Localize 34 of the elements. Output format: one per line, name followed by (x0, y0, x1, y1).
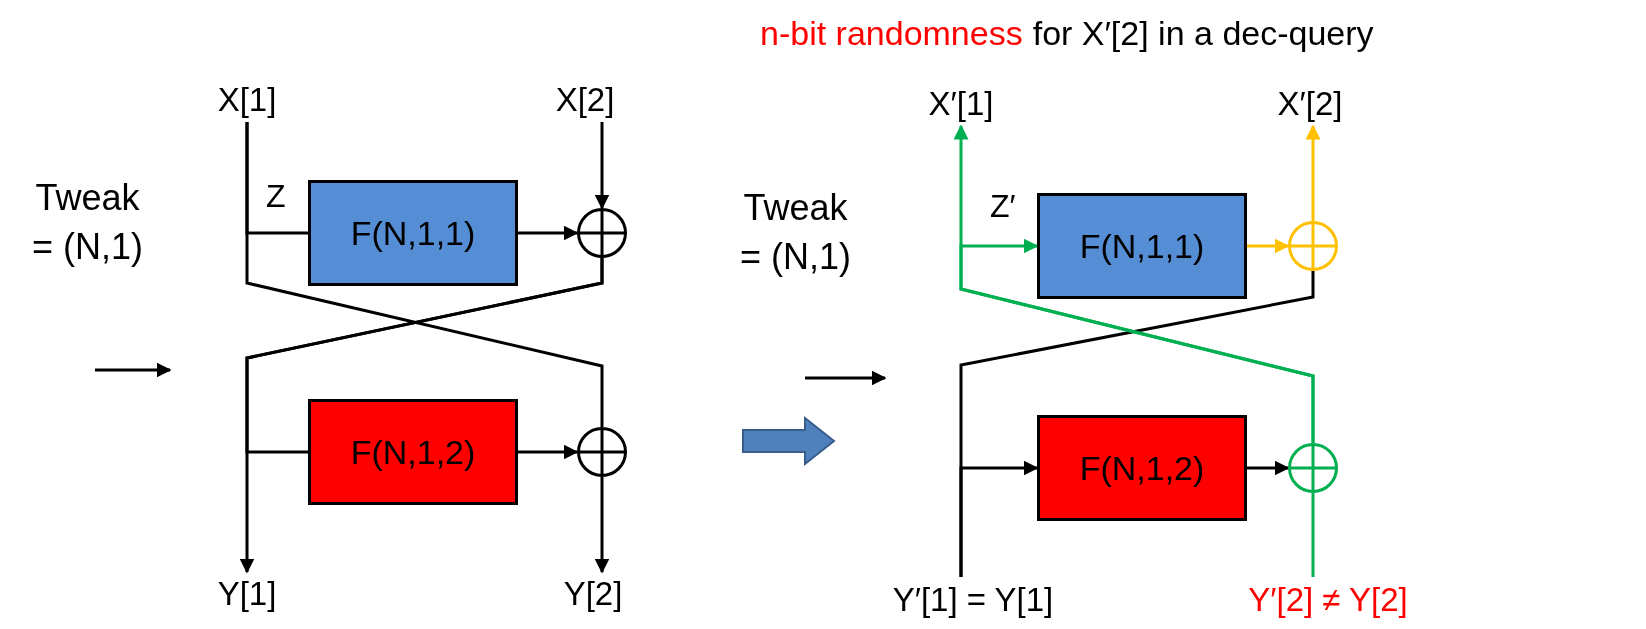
function-box: F(N,1,2) (308, 399, 518, 505)
xor-symbol (577, 427, 627, 477)
input-label: Y′[2] ≠ Y[2] (1213, 577, 1443, 623)
function-box: F(N,1,2) (1037, 415, 1247, 521)
arrow (239, 258, 604, 574)
input-label: Y′[1] = Y[1] (858, 577, 1088, 623)
input-label: X[2] (545, 78, 625, 122)
tweak-label: Tweak = (N,1) (728, 168, 863, 298)
tweak-label: Tweak = (N,1) (20, 158, 155, 288)
arrow (518, 444, 579, 460)
connector-line (245, 122, 604, 427)
arrow (518, 225, 579, 241)
input-label: X[1] (207, 78, 287, 122)
arrow (1247, 238, 1290, 254)
xor-symbol (1288, 221, 1338, 271)
heading-text: n-bit randomness (760, 14, 1023, 53)
function-box: F(N,1,1) (308, 180, 518, 286)
function-box: F(N,1,1) (1037, 193, 1247, 299)
output-label: X′[1] (918, 82, 1004, 126)
heading-text: for X′[2] in a dec-query (1032, 14, 1374, 53)
connector-line (1311, 493, 1315, 577)
output-label: X′[2] (1265, 82, 1355, 126)
arrow (594, 122, 610, 210)
xor-symbol (577, 208, 627, 258)
variable-label: Z′ (990, 188, 1016, 225)
output-label: Y[2] (553, 572, 633, 616)
output-label: Y[1] (207, 572, 287, 616)
arrow (1247, 460, 1290, 476)
xor-symbol (1288, 443, 1338, 493)
variable-label: Z (266, 178, 286, 215)
arrow (594, 477, 610, 574)
connector-line (959, 271, 1315, 577)
arrow (959, 238, 1315, 443)
arrow (1305, 124, 1321, 221)
